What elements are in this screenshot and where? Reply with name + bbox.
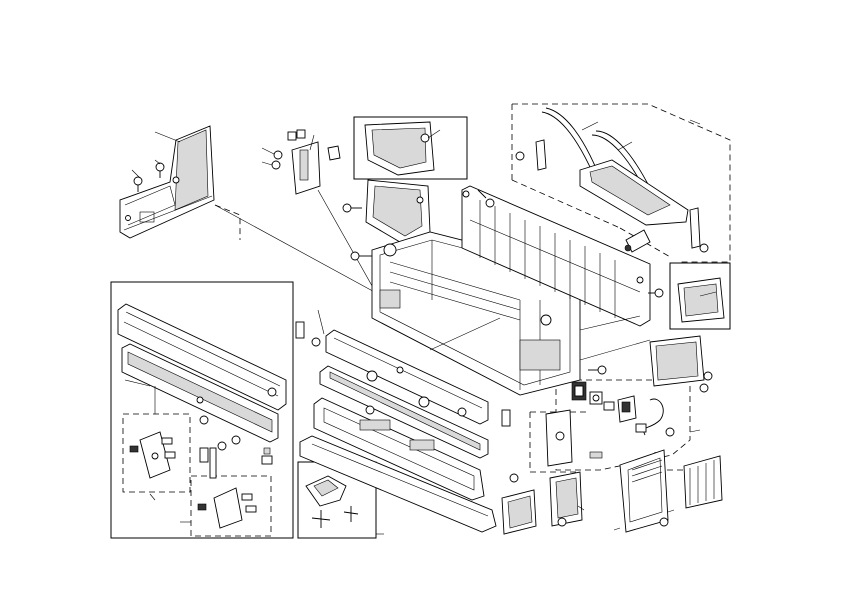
guide-line bbox=[429, 317, 501, 351]
leader-line bbox=[689, 119, 701, 125]
right-cover-detail-part bbox=[677, 277, 725, 323]
bottom-long-cover bbox=[299, 435, 497, 533]
leader-line bbox=[617, 141, 633, 151]
leader-line bbox=[309, 134, 315, 151]
leader-line bbox=[149, 493, 156, 501]
middle-front-bar bbox=[319, 365, 489, 459]
screw-grille bbox=[477, 189, 495, 208]
front-bar-small-parts bbox=[295, 321, 511, 427]
screw-center-2 bbox=[350, 251, 372, 261]
detail-box-right-cover bbox=[669, 262, 731, 330]
leader-line bbox=[667, 509, 675, 513]
guide-line bbox=[317, 189, 381, 301]
leader-line bbox=[613, 527, 621, 531]
bracket-small-parts bbox=[271, 129, 341, 195]
clip-right-detail bbox=[197, 487, 257, 529]
dashed-edge bbox=[529, 412, 580, 473]
lower-front-tray bbox=[313, 397, 485, 501]
front-rail-bottom bbox=[121, 343, 279, 443]
leader-line bbox=[131, 169, 141, 179]
dashed-region-clip-right bbox=[190, 475, 272, 537]
lower-right-case bbox=[549, 471, 583, 527]
left-side-panel bbox=[119, 125, 215, 239]
clip-parts-center bbox=[199, 415, 273, 479]
leader-line bbox=[577, 505, 585, 511]
back-grille-panel bbox=[461, 185, 651, 327]
leader-line bbox=[581, 121, 599, 131]
clip-left-detail bbox=[129, 431, 176, 479]
cover-detail-part bbox=[364, 121, 441, 176]
lower-right-box bbox=[619, 449, 669, 533]
front-rail-top bbox=[117, 303, 287, 411]
guide-line bbox=[579, 315, 641, 331]
dashed-guide bbox=[214, 204, 241, 240]
screw-left-2 bbox=[133, 176, 143, 192]
upper-front-bar bbox=[325, 329, 489, 425]
leader-line bbox=[154, 159, 161, 165]
leader-line bbox=[124, 379, 151, 387]
lower-center-box bbox=[501, 473, 537, 535]
detail-box-cover bbox=[353, 116, 468, 180]
screw-right-side bbox=[648, 288, 664, 298]
leader-line bbox=[317, 309, 325, 335]
screw-left-1 bbox=[155, 162, 165, 178]
lower-right-bracket bbox=[683, 455, 723, 509]
detail-box-front-assembly bbox=[110, 281, 294, 539]
sensor-assembly bbox=[545, 381, 675, 467]
lever-assembly bbox=[515, 107, 709, 253]
leader-line bbox=[154, 131, 181, 143]
leader-line bbox=[689, 429, 701, 433]
guide-line bbox=[579, 339, 651, 361]
screw-center-1 bbox=[342, 203, 362, 213]
guide-line bbox=[214, 204, 381, 296]
screw-right-panel bbox=[588, 365, 607, 375]
leader-line bbox=[261, 161, 273, 166]
dashed-region-clip-left bbox=[122, 413, 191, 493]
bracket-detail-part bbox=[305, 475, 359, 528]
right-side-panel bbox=[649, 335, 713, 393]
leader-line bbox=[261, 147, 275, 155]
dashed-region-lever-assembly bbox=[512, 103, 731, 263]
